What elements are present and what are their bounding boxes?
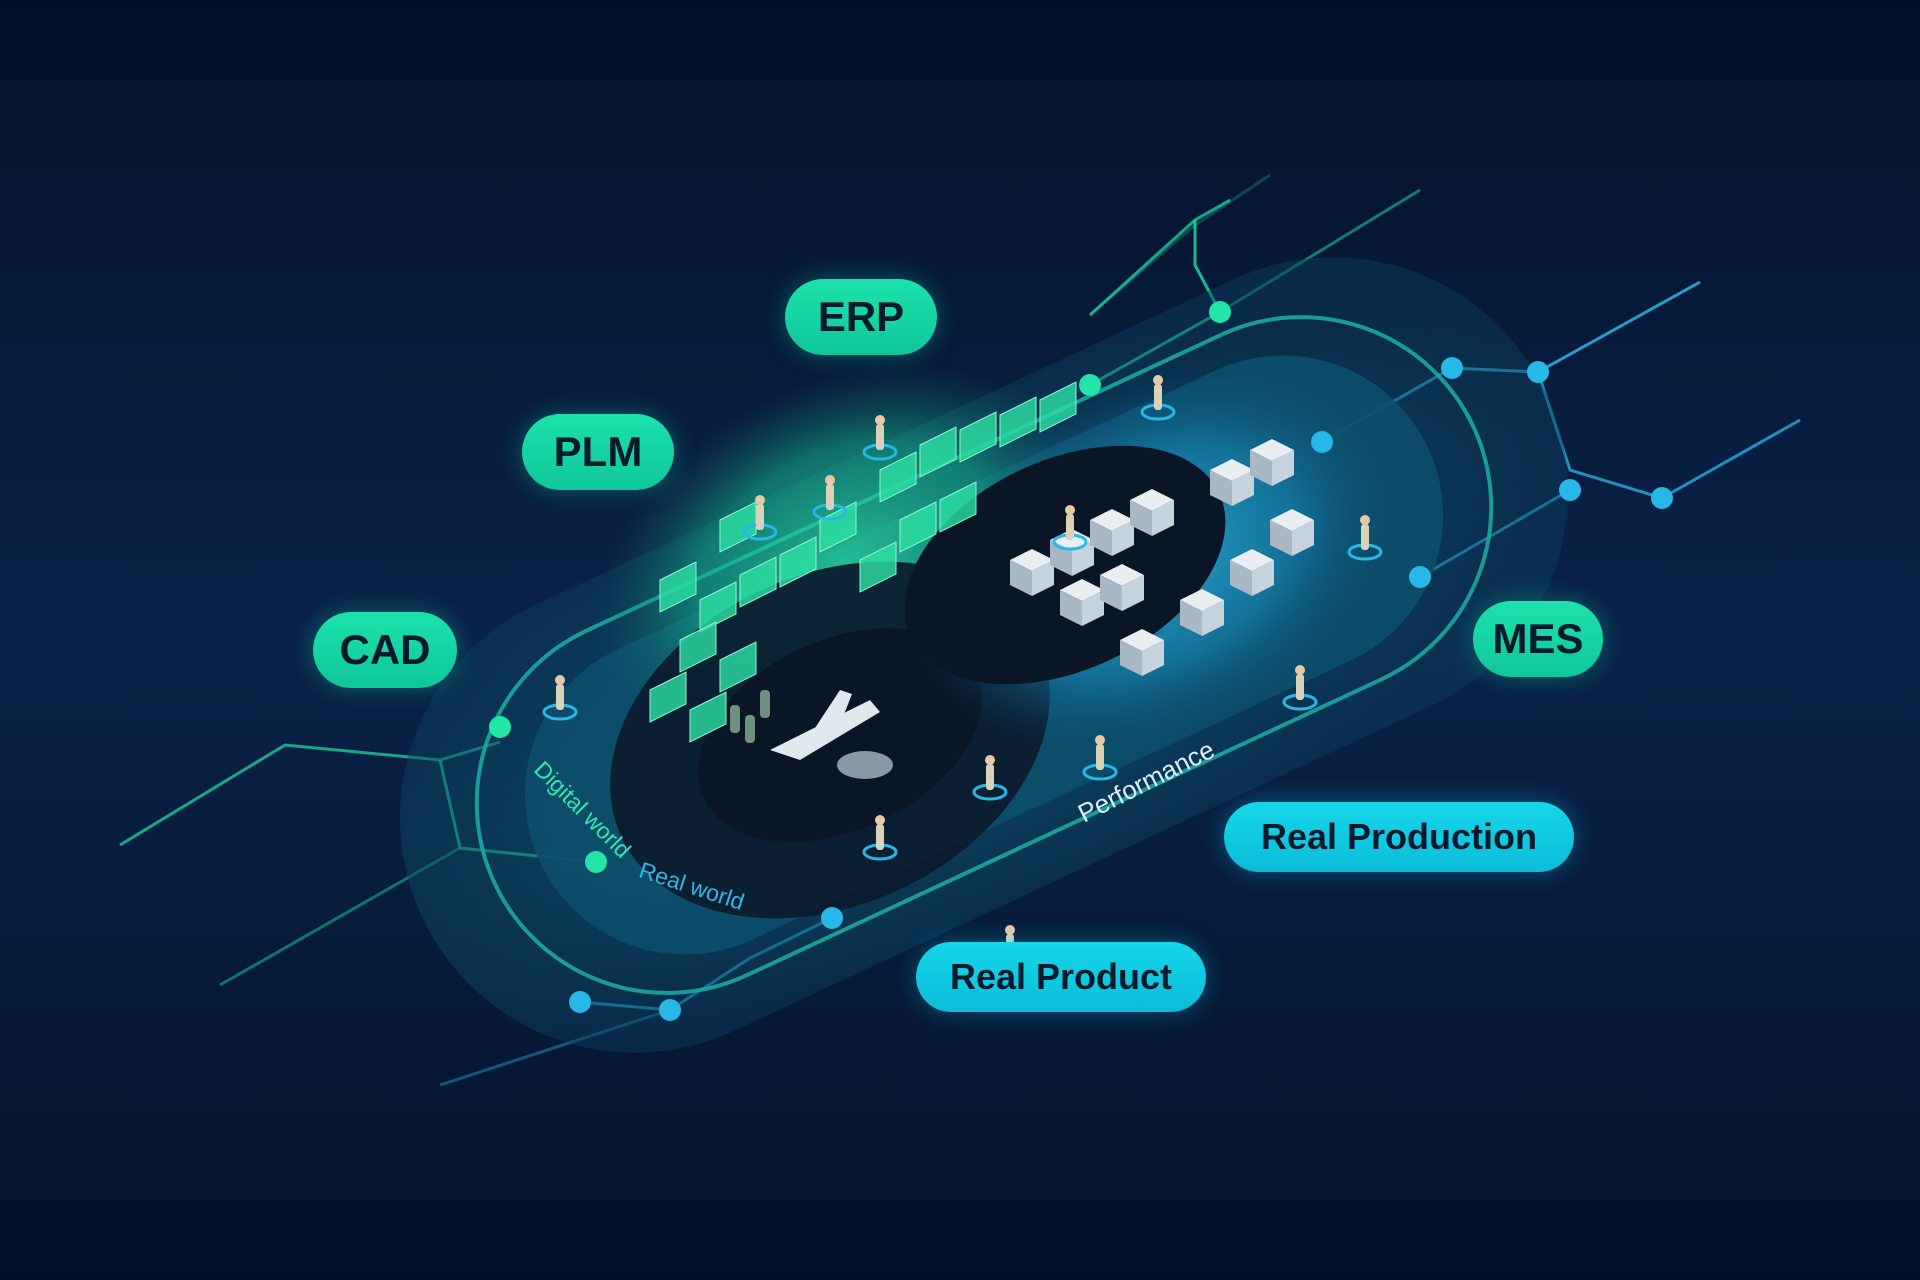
machine-side (1180, 600, 1202, 636)
machine-front (1152, 500, 1174, 536)
person-body (986, 764, 994, 790)
machine-front (1122, 575, 1144, 611)
screen-panel (919, 426, 957, 478)
person-head (985, 755, 995, 765)
person-body (556, 684, 564, 710)
node (1311, 431, 1333, 453)
person-body (826, 484, 834, 510)
airplane-wing-icon (815, 690, 852, 735)
machine-front (1112, 520, 1134, 556)
machine-side (1210, 470, 1232, 506)
person-body (1154, 384, 1162, 410)
person-head (1153, 375, 1163, 385)
person-head (875, 815, 885, 825)
machine-front (1202, 600, 1224, 636)
screen-panel (1039, 381, 1077, 433)
machine-front (1272, 450, 1294, 486)
erp-label: ERP (785, 279, 937, 355)
person-head (555, 675, 565, 685)
screen-panel (899, 501, 937, 553)
machine-side (1270, 520, 1292, 556)
screen-panel (959, 411, 997, 463)
node (659, 999, 681, 1021)
person-body (876, 424, 884, 450)
screen-panel (939, 481, 977, 533)
bottle-icon (730, 705, 740, 733)
node (569, 991, 591, 1013)
machine-side (1060, 590, 1082, 626)
screen-panel (859, 541, 897, 593)
person-body (756, 504, 764, 530)
person-head (755, 495, 765, 505)
car-icon (837, 751, 893, 779)
person-body (1361, 524, 1369, 550)
person-body (1066, 514, 1074, 540)
person-head (825, 475, 835, 485)
real-production-label: Real Production (1224, 802, 1574, 872)
bottle-icon (745, 715, 755, 743)
machine-side (1120, 640, 1142, 676)
connector-nodes (489, 301, 1673, 1021)
screen-panel (999, 396, 1037, 448)
person-head (1360, 515, 1370, 525)
machine-side (1090, 520, 1112, 556)
real-product-label: Real Product (916, 942, 1206, 1012)
screen-panel (879, 451, 917, 503)
machine-side (1130, 500, 1152, 536)
node (1409, 566, 1431, 588)
machine-front (1292, 520, 1314, 556)
screen-panel (649, 671, 687, 723)
machine-front (1232, 470, 1254, 506)
node (1527, 361, 1549, 383)
screen-panel (699, 581, 737, 633)
node (821, 907, 843, 929)
person-head (1005, 925, 1015, 935)
bottle-icon (760, 690, 770, 718)
node (489, 716, 511, 738)
screen-panel (739, 556, 777, 608)
screen-panel (719, 641, 757, 693)
factory-scene (542, 375, 1383, 971)
node (1559, 479, 1581, 501)
person-head (1065, 505, 1075, 515)
person-head (1295, 665, 1305, 675)
screen-panel (659, 561, 697, 613)
screen-panel (689, 691, 727, 743)
node (585, 851, 607, 873)
machine-front (1082, 590, 1104, 626)
node (1209, 301, 1231, 323)
plm-label: PLM (522, 414, 674, 490)
machine-front (1142, 640, 1164, 676)
person-body (1096, 744, 1104, 770)
node (1651, 487, 1673, 509)
node (1441, 357, 1463, 379)
machine-side (1230, 560, 1252, 596)
mes-label: MES (1473, 601, 1603, 677)
cad-label: CAD (313, 612, 457, 688)
machine-side (1100, 575, 1122, 611)
screen-panel (679, 621, 717, 673)
person-body (1296, 674, 1304, 700)
person-head (875, 415, 885, 425)
screen-panel (719, 501, 757, 553)
machine-side (1010, 560, 1032, 596)
person-body (876, 824, 884, 850)
screen-panel (779, 536, 817, 588)
machine-side (1250, 450, 1272, 486)
machine-front (1032, 560, 1054, 596)
node (1079, 374, 1101, 396)
person-head (1095, 735, 1105, 745)
machine-front (1252, 560, 1274, 596)
